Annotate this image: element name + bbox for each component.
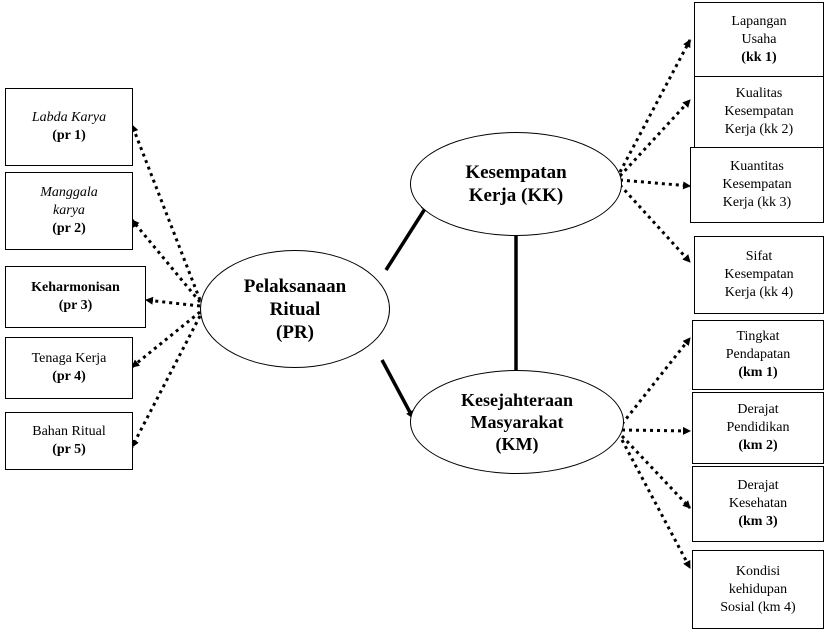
construct-km-line1: Kesejahteraan bbox=[461, 390, 573, 410]
indicator-kk3: Kuantitas Kesempatan Kerja (kk 3) bbox=[690, 147, 824, 223]
indicator-kk4-code: Kerja (kk 4) bbox=[724, 285, 794, 300]
indicator-kk1-label: Lapangan bbox=[731, 14, 787, 29]
indicator-km3: Derajat Kesehatan (km 3) bbox=[692, 466, 824, 542]
indicator-pr3-code: (pr 3) bbox=[58, 298, 93, 313]
construct-km-line2: Masyarakat bbox=[470, 412, 564, 432]
indicator-kk2: Kualitas Kesempatan Kerja (kk 2) bbox=[694, 76, 824, 148]
indicator-kk4-label: Sifat bbox=[745, 249, 773, 264]
indicator-pr5: Bahan Ritual (pr 5) bbox=[5, 412, 133, 470]
indicator-kk3-label-2: Kesempatan bbox=[722, 177, 792, 192]
indicator-pr4-label: Tenaga Kerja bbox=[31, 351, 107, 366]
indicator-kk4-label-2: Kesempatan bbox=[724, 267, 794, 282]
indicator-pr3-label: Keharmonisan bbox=[31, 280, 120, 295]
path-pr-pr1 bbox=[130, 124, 202, 301]
indicator-pr4-code: (pr 4) bbox=[52, 369, 86, 384]
path-pr-pr5 bbox=[130, 315, 202, 448]
construct-pr-line1: Pelaksanaan bbox=[243, 275, 347, 297]
path-km-km3 bbox=[620, 434, 692, 510]
indicator-pr3: Keharmonisan (pr 3) bbox=[5, 266, 146, 328]
indicator-km1-code: (km 1) bbox=[738, 365, 778, 380]
indicator-km4: Kondisi kehidupan Sosial (km 4) bbox=[692, 550, 824, 629]
path-kk-kk3 bbox=[619, 178, 691, 190]
indicator-km4-code: Sosial (km 4) bbox=[720, 599, 796, 615]
indicator-kk1: Lapangan Usaha (kk 1) bbox=[694, 2, 824, 78]
indicator-pr2-label: Manggala bbox=[40, 185, 98, 200]
indicator-kk1-label-2: Usaha bbox=[741, 32, 777, 47]
path-pr-pr4 bbox=[131, 310, 201, 369]
construct-kk-line2: Kerja (KK) bbox=[468, 185, 564, 206]
path-km-km1 bbox=[620, 337, 692, 425]
indicator-kk3-label: Kuantitas bbox=[730, 159, 784, 174]
indicator-pr1-label: Labda Karya bbox=[31, 110, 107, 125]
indicator-km1-label-2: Pendapatan bbox=[725, 347, 791, 362]
indicator-km4-label: Kondisi bbox=[735, 563, 781, 579]
indicator-pr2-code: (pr 2) bbox=[52, 221, 86, 236]
path-kk-kk4 bbox=[618, 183, 692, 264]
indicator-pr1-code: (pr 1) bbox=[52, 128, 86, 143]
path-km-km2 bbox=[621, 426, 691, 435]
indicator-km3-code: (km 3) bbox=[738, 514, 778, 529]
path-kk-kk1 bbox=[618, 39, 692, 173]
construct-pr-line2: Ritual bbox=[269, 298, 321, 320]
indicator-pr2: Manggala karya (pr 2) bbox=[5, 172, 133, 250]
construct-pr: Pelaksanaan Ritual (PR) bbox=[200, 250, 390, 368]
path-pr-kk bbox=[384, 203, 430, 271]
indicator-pr4: Tenaga Kerja (pr 4) bbox=[5, 337, 133, 399]
indicator-kk2-code: Kerja (kk 2) bbox=[724, 122, 794, 137]
construct-km: Kesejahteraan Masyarakat (KM) bbox=[410, 370, 624, 474]
indicator-kk4: Sifat Kesempatan Kerja (kk 4) bbox=[694, 236, 824, 314]
construct-pr-line3: (PR) bbox=[276, 321, 314, 343]
indicator-pr5-label: Bahan Ritual bbox=[32, 424, 106, 439]
path-kk-kk2 bbox=[618, 98, 692, 178]
indicator-pr5-code: (pr 5) bbox=[52, 442, 86, 457]
indicator-km1: Tingkat Pendapatan (km 1) bbox=[692, 320, 824, 390]
construct-kk-line1: Kesempatan bbox=[465, 162, 567, 183]
path-pr-pr3 bbox=[145, 296, 201, 308]
indicator-pr2-label-2: karya bbox=[53, 203, 85, 218]
indicator-km4-label-2: kehidupan bbox=[728, 581, 788, 597]
indicator-km1-label: Tingkat bbox=[736, 329, 780, 344]
indicator-km2-label: Derajat bbox=[737, 402, 779, 417]
indicator-km3-label-2: Kesehatan bbox=[728, 496, 788, 511]
indicator-km2-label-2: Pendidikan bbox=[726, 420, 790, 435]
path-pr-km bbox=[380, 359, 415, 419]
indicator-km2: Derajat Pendidikan (km 2) bbox=[692, 392, 824, 464]
indicator-pr1: Labda Karya (pr 1) bbox=[5, 88, 133, 166]
path-km-km4 bbox=[620, 439, 692, 569]
indicator-kk2-label-2: Kesempatan bbox=[724, 104, 794, 119]
indicator-km3-label: Derajat bbox=[737, 478, 779, 493]
indicator-kk3-code: Kerja (kk 3) bbox=[722, 195, 792, 210]
indicator-km2-code: (km 2) bbox=[738, 438, 778, 453]
construct-kk: Kesempatan Kerja (KK) bbox=[410, 132, 622, 236]
indicator-kk2-label: Kualitas bbox=[735, 86, 783, 101]
indicator-kk1-code: (kk 1) bbox=[741, 50, 777, 65]
construct-km-line3: (KM) bbox=[495, 434, 539, 454]
